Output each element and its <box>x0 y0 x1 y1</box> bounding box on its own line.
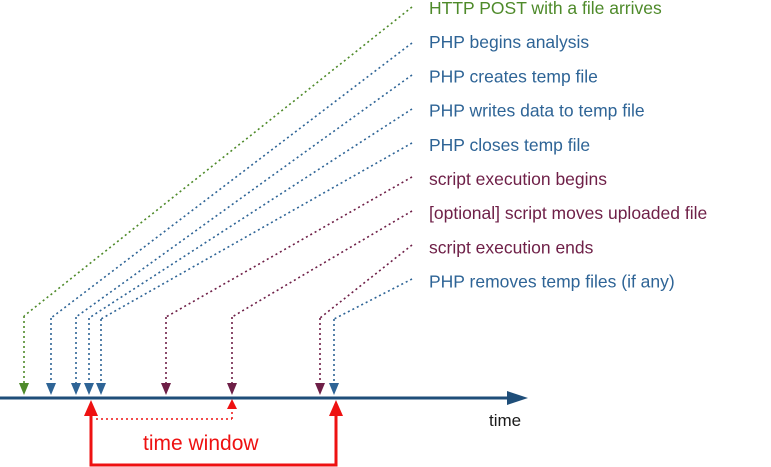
event-connector-diagonal <box>165 176 413 318</box>
event-connector <box>161 176 413 395</box>
event-connector-diagonal <box>88 108 413 319</box>
time-window-left-arrowhead <box>84 400 98 416</box>
time-axis-label: time <box>489 411 521 430</box>
event-connector <box>71 74 413 395</box>
event-arrowhead <box>19 383 29 395</box>
event-connector <box>46 42 413 395</box>
event-connector <box>227 210 413 395</box>
event-arrowhead <box>329 383 339 395</box>
event-connector-diagonal <box>23 6 413 317</box>
event-label: PHP begins analysis <box>429 32 589 52</box>
time-window-bracket: time window <box>84 399 343 467</box>
time-window-frame <box>89 414 338 467</box>
event-label: script execution ends <box>429 237 594 257</box>
event-arrowhead <box>46 383 56 395</box>
event-arrowhead <box>161 383 171 395</box>
event-connector <box>84 108 413 395</box>
event-label: [optional] script moves uploaded file <box>429 203 707 223</box>
event-arrowhead <box>227 383 237 395</box>
event-arrowhead <box>84 383 94 395</box>
event-connector-diagonal <box>75 74 413 318</box>
event-label: script execution begins <box>429 169 607 189</box>
time-window-label: time window <box>143 432 259 455</box>
event-connector-diagonal <box>100 142 413 320</box>
event-label: PHP writes data to temp file <box>429 101 645 121</box>
event-connector <box>96 142 413 395</box>
time-axis: time <box>0 391 528 430</box>
event-label: PHP creates temp file <box>429 66 598 86</box>
event-connectors <box>19 6 413 395</box>
event-connector <box>315 244 413 395</box>
event-label: PHP closes temp file <box>429 135 590 155</box>
event-label: PHP removes temp files (if any) <box>429 272 675 292</box>
event-connector <box>19 6 413 395</box>
event-connector-diagonal <box>319 244 413 319</box>
event-connector-diagonal <box>333 278 413 320</box>
event-arrowhead <box>315 383 325 395</box>
time-axis-arrowhead <box>507 391 528 405</box>
event-label: HTTP POST with a file arrives <box>429 0 662 18</box>
event-connector <box>329 278 413 395</box>
time-window-right-arrowhead <box>329 400 343 416</box>
event-arrowhead <box>71 383 81 395</box>
time-window-inner-arrowhead <box>227 399 237 409</box>
event-connector-diagonal <box>50 42 413 319</box>
event-arrowhead <box>96 383 106 395</box>
